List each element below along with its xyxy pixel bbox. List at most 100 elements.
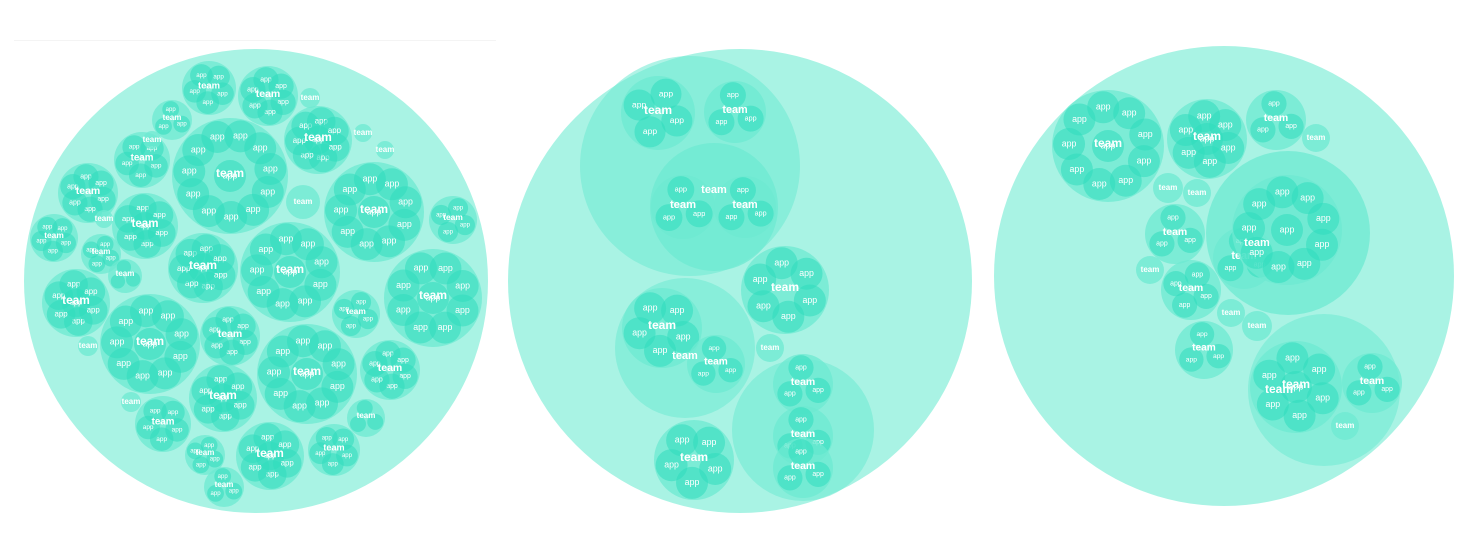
app-node[interactable] (1160, 205, 1186, 231)
app-node[interactable] (777, 381, 803, 407)
app-node[interactable] (1306, 228, 1339, 261)
app-node[interactable] (1060, 153, 1093, 186)
app-node[interactable] (1278, 113, 1304, 139)
app-node[interactable] (1217, 255, 1244, 282)
app-node[interactable] (1212, 131, 1245, 164)
app-node[interactable] (110, 274, 126, 289)
app-node[interactable] (186, 442, 204, 460)
app-node[interactable] (699, 452, 732, 485)
app-node[interactable] (122, 135, 146, 159)
app-node[interactable] (305, 246, 338, 279)
app-node[interactable] (1163, 271, 1189, 297)
app-node[interactable] (655, 204, 683, 232)
app-node[interactable] (214, 468, 232, 485)
app-node[interactable] (1233, 212, 1266, 245)
app-node[interactable] (164, 340, 197, 373)
app-node[interactable] (661, 105, 693, 137)
app-node[interactable] (691, 361, 716, 386)
app-node[interactable] (719, 82, 746, 109)
app-node[interactable] (96, 235, 114, 253)
app-node[interactable] (693, 426, 726, 459)
app-node[interactable] (334, 298, 355, 320)
team-node[interactable] (95, 210, 113, 228)
app-node[interactable] (454, 214, 475, 236)
app-node[interactable] (272, 449, 302, 478)
app-node[interactable] (356, 400, 373, 417)
team-node[interactable] (1302, 124, 1330, 152)
app-node[interactable] (1184, 262, 1210, 288)
team-node[interactable] (354, 124, 372, 142)
app-node[interactable] (650, 78, 682, 110)
app-node[interactable] (634, 116, 666, 148)
app-node[interactable] (747, 290, 780, 323)
app-node[interactable] (1240, 236, 1273, 269)
app-node[interactable] (143, 399, 167, 423)
app-node[interactable] (788, 355, 814, 381)
app-node[interactable] (1172, 292, 1198, 318)
app-node[interactable] (1193, 283, 1219, 309)
app-node[interactable] (747, 200, 774, 227)
team-node[interactable] (143, 131, 161, 149)
app-node[interactable] (1357, 354, 1383, 380)
app-node[interactable] (268, 73, 294, 99)
app-node[interactable] (1261, 91, 1287, 117)
app-node[interactable] (437, 221, 459, 242)
app-node[interactable] (116, 260, 132, 275)
app-node[interactable] (274, 256, 306, 288)
app-node[interactable] (173, 115, 191, 133)
app-node[interactable] (1063, 103, 1096, 136)
team-node[interactable] (1217, 299, 1245, 327)
app-node[interactable] (788, 439, 814, 465)
app-node[interactable] (225, 391, 255, 420)
app-node[interactable] (623, 89, 655, 121)
app-node[interactable] (1253, 359, 1286, 392)
app-node[interactable] (777, 465, 803, 491)
app-node[interactable] (667, 320, 700, 353)
app-node[interactable] (1092, 130, 1124, 162)
app-node[interactable] (357, 308, 378, 330)
app-node[interactable] (446, 269, 479, 302)
app-node[interactable] (358, 196, 390, 228)
app-node[interactable] (88, 255, 106, 273)
team-node[interactable] (300, 88, 320, 108)
app-node[interactable] (322, 348, 355, 381)
app-node[interactable] (655, 449, 688, 482)
app-node[interactable] (1127, 145, 1160, 178)
app-node[interactable] (315, 427, 338, 449)
app-node[interactable] (225, 482, 243, 500)
app-node[interactable] (88, 170, 114, 196)
team-node[interactable] (1153, 173, 1183, 203)
team-node[interactable] (1136, 256, 1164, 284)
app-node[interactable] (320, 133, 350, 162)
app-node[interactable] (1271, 214, 1303, 246)
app-node[interactable] (201, 121, 234, 154)
app-node[interactable] (1266, 176, 1299, 209)
app-node[interactable] (417, 282, 449, 314)
app-node[interactable] (1346, 380, 1372, 406)
app-node[interactable] (165, 318, 198, 351)
app-node[interactable] (321, 370, 354, 403)
app-node[interactable] (207, 65, 230, 89)
app-node[interactable] (190, 64, 213, 87)
app-node[interactable] (78, 296, 108, 325)
app-node[interactable] (1177, 227, 1203, 253)
app-node[interactable] (729, 177, 756, 204)
app-node[interactable] (772, 300, 805, 333)
app-node[interactable] (1250, 117, 1276, 143)
app-node[interactable] (1129, 118, 1162, 151)
team-node[interactable] (1331, 412, 1359, 440)
app-node[interactable] (1283, 399, 1316, 432)
app-node[interactable] (805, 377, 831, 403)
app-node[interactable] (667, 176, 695, 204)
app-node[interactable] (1306, 382, 1339, 415)
app-node[interactable] (192, 456, 210, 474)
app-node[interactable] (82, 241, 100, 259)
app-node[interactable] (446, 294, 479, 327)
app-node[interactable] (404, 252, 437, 285)
app-node[interactable] (207, 484, 224, 502)
app-node[interactable] (52, 218, 73, 239)
team-node[interactable] (78, 336, 98, 356)
app-node[interactable] (126, 272, 141, 287)
app-node[interactable] (206, 450, 224, 468)
app-node[interactable] (447, 198, 469, 219)
